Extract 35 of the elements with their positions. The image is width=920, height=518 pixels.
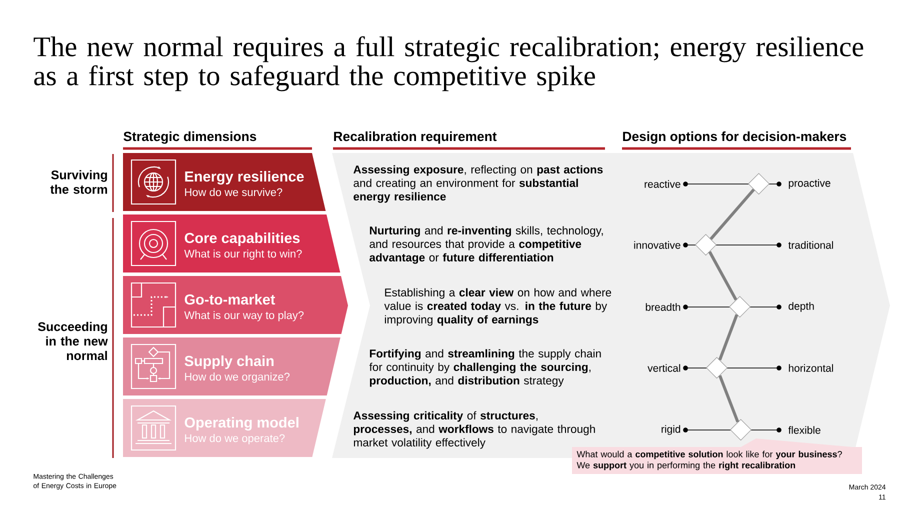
scale-label: reactive: [644, 180, 680, 188]
requirement-text: Establishing a clear view on how and where value is created today vs. in the future by improving quality of earnings: [384, 288, 612, 326]
chevron-subtitle: What is our way to play?: [184, 311, 304, 322]
column-heading: Recalibration requirement: [334, 131, 497, 144]
scale-label: breadth: [646, 303, 680, 311]
scale-label: horizontal: [788, 364, 833, 372]
connector-line: [710, 188, 755, 240]
chevron-heading: Go-to-market: [184, 294, 276, 305]
requirement-text: Fortifying and streamlining the supply chain for continuity by challenging the sourcing, production, and distribution strategy: [369, 349, 601, 387]
connector-line: [718, 314, 738, 360]
chevron-subtitle: How do we survive?: [185, 188, 282, 196]
chevron-subtitle: How do we organize?: [185, 372, 290, 383]
chevron-box: [123, 399, 326, 457]
chevron-box: [123, 338, 340, 396]
chevron-heading: Supply chain: [184, 356, 274, 369]
chevron-heading: Operating model: [184, 417, 298, 431]
scale-label: rigid: [662, 425, 680, 435]
title: The new normal requires a full strategic recalibration; energy resilience as a first step to safeguard the competitive spike: [34, 36, 864, 92]
callout-box: What would a competitive solution look like for your business? We support you in performing the right recalibration: [572, 438, 862, 474]
chevron-box: [123, 214, 340, 272]
requirement-text: Assessing exposure, reflecting on past actions and creating an environment for substantial energy resilience: [353, 165, 603, 203]
scale-label: flexible: [788, 426, 820, 434]
chevron-heading: Energy resilience: [185, 171, 304, 185]
scale-label: proactive: [788, 179, 830, 189]
connector-line: [718, 375, 740, 423]
chevron-subtitle: How do we operate?: [185, 434, 285, 444]
chevron-heading: Core capabilities: [184, 232, 300, 246]
chevron-subtitle: What is our right to win?: [184, 250, 302, 260]
section-label: Surviving the storm: [50, 170, 108, 194]
section-label: Succeeding in the new normal: [38, 322, 108, 360]
scale-label: traditional: [788, 241, 833, 249]
connector-line: [708, 251, 738, 301]
chevron-box: [123, 153, 326, 211]
requirement-text: Nurturing and re-inventing skills, technology, and resources that provide a competitive advantage or future differentiation: [370, 226, 603, 264]
chevron-box: [123, 276, 348, 334]
